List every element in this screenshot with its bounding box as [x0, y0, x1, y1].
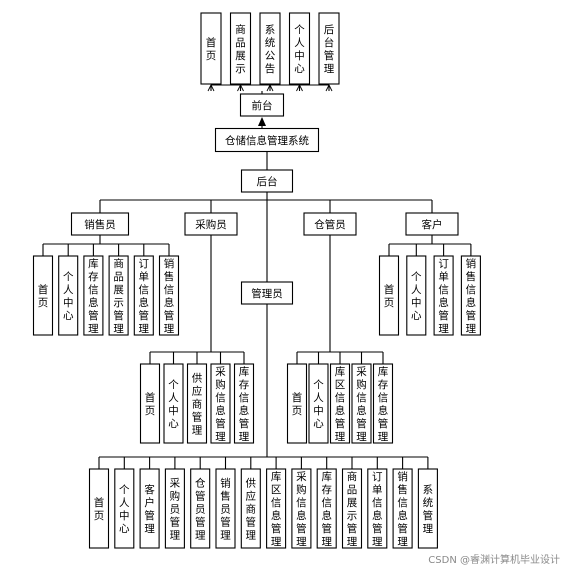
keeper-module-4-box [351, 363, 372, 444]
sales-module-2-label: 个人中心 [63, 271, 74, 322]
admin-module-14-box [417, 468, 438, 549]
admin-module-11-box [341, 468, 363, 549]
frontend-module-2-label: 商品展示 [235, 23, 246, 75]
purchaser-module-2-box [163, 363, 184, 444]
keeper-module-5-label: 库存信息管理 [378, 365, 389, 443]
admin-module-8-box [266, 468, 287, 549]
admin-module-2-label: 个人中心 [119, 484, 130, 535]
admin-module-4-label: 采购员管理 [170, 478, 181, 542]
admin-module-1-label: 首页 [94, 496, 105, 522]
purchaser-module-5-box [233, 363, 255, 444]
frontend-module-3-label: 系统公告 [265, 24, 276, 75]
sales-module-5-box [133, 255, 154, 336]
sales-module-1-label: 首页 [38, 283, 49, 309]
purchaser-module-2-label: 个人中心 [168, 379, 179, 430]
system-root-label: 仓储信息管理系统 [225, 134, 309, 147]
purchaser-module-1-box [139, 363, 161, 444]
sales-module-3-label: 库存信息管理 [88, 257, 99, 335]
customer-module-3-box [433, 255, 454, 336]
sales-module-6-label: 销售信息管理 [164, 257, 175, 335]
arrow-head [266, 83, 274, 92]
customer-module-2-label: 个人中心 [411, 271, 422, 322]
sales-module-3-box [83, 255, 104, 336]
role-5-label: 管理员 [251, 287, 283, 300]
admin-module-7-box [240, 468, 261, 549]
purchaser-module-1-label: 首页 [145, 391, 156, 417]
role-3-label: 仓管员 [314, 218, 346, 231]
admin-module-12-box [367, 468, 388, 549]
sales-module-5-label: 订单信息管理 [139, 258, 150, 335]
admin-module-13-label: 销售信息管理 [397, 470, 408, 548]
purchaser-module-3-box [186, 363, 208, 444]
admin-module-2-box [114, 468, 135, 549]
customer-module-1-box [378, 255, 400, 336]
admin-module-3-box [139, 468, 160, 549]
purchaser-module-4-label: 采购信息管理 [215, 366, 226, 443]
purchaser-module-4-box [210, 363, 231, 444]
admin-module-13-box [392, 468, 413, 549]
backend-node-label: 后台 [257, 175, 278, 188]
keeper-module-2-label: 个人中心 [313, 379, 324, 430]
role-1-label: 销售员 [84, 218, 116, 231]
admin-module-9-label: 采购信息管理 [296, 471, 307, 548]
sales-module-1-box [32, 255, 54, 336]
admin-module-10-box [316, 468, 337, 549]
role-4-label: 客户 [422, 218, 443, 231]
admin-module-7-label: 供应商管理 [246, 477, 257, 542]
sales-module-4-label: 商品展示管理 [113, 257, 124, 335]
admin-module-10-label: 库存信息管理 [321, 470, 332, 548]
admin-module-1-box [88, 468, 110, 549]
frontend-node-label: 前台 [252, 99, 273, 112]
customer-module-4-label: 销售信息管理 [466, 257, 477, 335]
admin-module-3-label: 客户管理 [144, 483, 155, 535]
arrow-head [258, 117, 266, 126]
customer-module-4-box [460, 255, 481, 336]
admin-module-6-box [215, 468, 236, 549]
customer-module-1-label: 首页 [384, 283, 395, 309]
admin-module-6-label: 销售员管理 [220, 477, 231, 542]
customer-module-3-label: 订单信息管理 [438, 258, 449, 335]
keeper-module-3-box [329, 363, 351, 444]
keeper-module-3-label: 库区信息管理 [335, 365, 346, 443]
keeper-module-2-box [308, 363, 329, 444]
admin-module-5-box [190, 468, 211, 549]
keeper-module-1-box [286, 363, 308, 444]
admin-module-12-label: 订单信息管理 [372, 471, 383, 548]
admin-module-4-box [164, 468, 185, 549]
arrow-head [207, 83, 215, 92]
keeper-module-1-label: 首页 [292, 391, 303, 417]
frontend-module-4-label: 个人中心 [294, 24, 305, 75]
frontend-module-1-label: 首页 [206, 36, 217, 62]
arrow-head [296, 83, 303, 92]
keeper-module-5-box [372, 363, 394, 444]
frontend-module-5-label: 后台管理 [324, 24, 335, 75]
admin-module-11-label: 商品展示管理 [347, 470, 358, 548]
customer-module-2-box [406, 255, 427, 336]
admin-module-14-label: 系统管理 [423, 484, 434, 535]
watermark: CSDN @睿渊计算机毕业设计 [428, 555, 560, 566]
arrow-head [325, 83, 333, 92]
keeper-module-4-label: 采购信息管理 [356, 366, 367, 443]
frontend-node-box [239, 93, 285, 117]
purchaser-module-3-label: 供应商管理 [192, 372, 203, 437]
arrow-head [237, 83, 244, 92]
system-root-box [214, 127, 320, 153]
role-2-label: 采购员 [195, 218, 227, 231]
admin-module-9-box [291, 468, 312, 549]
sales-module-6-box [158, 255, 180, 336]
sales-module-2-box [58, 255, 79, 336]
purchaser-module-5-label: 库存信息管理 [239, 365, 250, 443]
sales-module-4-box [108, 255, 129, 336]
admin-module-8-label: 库区信息管理 [271, 470, 282, 548]
admin-module-5-label: 仓管员管理 [195, 477, 206, 542]
